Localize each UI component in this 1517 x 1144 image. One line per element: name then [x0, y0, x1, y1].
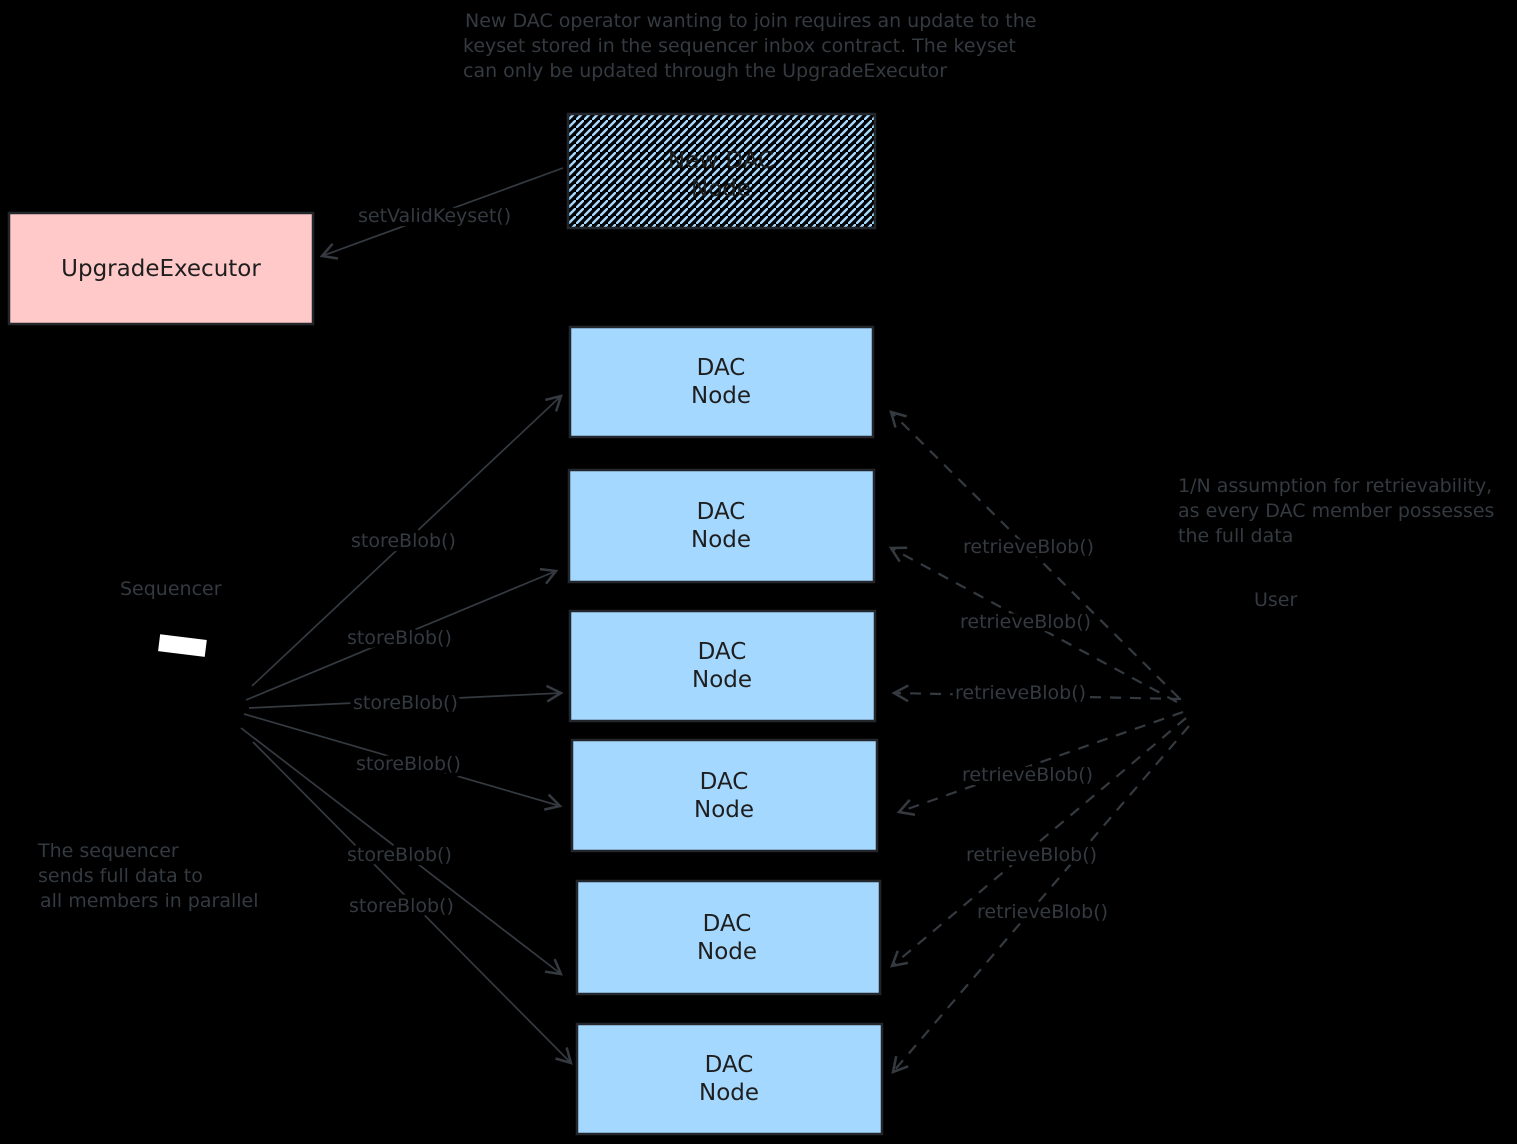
dac-node-4-line2: Node	[694, 797, 754, 823]
dac-node-box-4: DAC Node	[570, 738, 879, 853]
store-blob-label-6: storeBlob()	[349, 895, 454, 917]
dac-node-3-line1: DAC	[698, 639, 747, 665]
dac-node-rect-4	[570, 738, 879, 853]
retrieve-blob-arrow-1	[889, 410, 1180, 699]
dac-node-1-line2: Node	[691, 383, 751, 409]
store-blob-label-1: storeBlob()	[351, 530, 456, 552]
dac-node-boxes: DAC Node DAC Node DAC Node DAC Node DAC …	[567, 325, 884, 1136]
dac-node-box-2: DAC Node	[567, 468, 876, 584]
store-blob-label-4: storeBlob()	[356, 753, 461, 775]
dac-node-3-line2: Node	[692, 667, 752, 693]
upgrade-executor-rect	[7, 211, 315, 326]
user: User	[1254, 589, 1297, 611]
new-dac-node-label-line1: New DAC	[668, 148, 774, 174]
user-label: User	[1254, 589, 1297, 611]
sequencer-label: Sequencer	[120, 578, 222, 600]
retrieve-blob-arrow-2	[888, 546, 1178, 703]
dac-node-4-line1: DAC	[700, 769, 749, 795]
dac-node-rect-6	[575, 1022, 884, 1136]
retrieve-blob-arrow-6	[891, 725, 1190, 1074]
dac-node-rect-3	[568, 609, 877, 723]
dac-node-rect-5	[575, 879, 882, 996]
dac-node-2-line1: DAC	[697, 499, 746, 525]
retrieve-blob-label-1: retrieveBlob()	[963, 536, 1094, 558]
retrieve-blob-label-6: retrieveBlob()	[977, 901, 1108, 923]
retrieve-blob-label-2: retrieveBlob()	[960, 611, 1091, 633]
dac-node-box-6: DAC Node	[575, 1022, 884, 1136]
edge-set-valid-keyset: setValidKeyset()	[319, 167, 564, 260]
dac-node-rect-2	[567, 468, 876, 584]
upgrade-executor-box: UpgradeExecutor	[7, 211, 315, 326]
upgrade-executor-label: UpgradeExecutor	[61, 256, 261, 282]
dac-node-5-line2: Node	[697, 939, 757, 965]
store-blob-label-2: storeBlob()	[347, 627, 452, 649]
store-blob-arrow-5	[240, 727, 564, 976]
new-dac-node-rect	[566, 112, 877, 230]
store-blob-label-3: storeBlob()	[353, 692, 458, 714]
retrieve-blob-edges: retrieveBlob() retrieveBlob() retrieveBl…	[888, 410, 1190, 1074]
annotation-right-line2: as every DAC member possesses	[1178, 500, 1494, 522]
retrieve-blob-label-5: retrieveBlob()	[966, 844, 1097, 866]
store-blob-arrow-1	[251, 394, 563, 687]
retrieve-blob-arrow-3	[891, 684, 1182, 703]
dac-node-rect-1	[568, 325, 875, 439]
annotation-bottom-left-line2: sends full data to	[38, 865, 203, 887]
annotation-top-line2: keyset stored in the sequencer inbox con…	[463, 35, 1016, 57]
retrieve-blob-arrow-4	[896, 710, 1184, 816]
dac-node-2-line2: Node	[691, 527, 751, 553]
dac-node-6-line2: Node	[699, 1080, 759, 1106]
set-valid-keyset-label: setValidKeyset()	[358, 205, 511, 227]
dac-node-5-line1: DAC	[703, 911, 752, 937]
store-blob-edges: storeBlob() storeBlob() storeBlob() stor…	[240, 394, 573, 1065]
dac-node-6-line1: DAC	[705, 1052, 754, 1078]
dac-node-box-1: DAC Node	[568, 325, 875, 439]
annotation-top-line3: can only be updated through the UpgradeE…	[463, 60, 947, 82]
annotation-right-line1: 1/N assumption for retrievability,	[1178, 475, 1492, 497]
annotation-top-line1: New DAC operator wanting to join require…	[465, 10, 1036, 32]
new-dac-node-box: New DAC Node	[566, 112, 877, 230]
retrieve-blob-label-3: retrieveBlob()	[955, 682, 1086, 704]
store-blob-arrow-3	[248, 684, 564, 709]
retrieve-blob-arrow-5	[890, 717, 1187, 968]
dac-node-1-line1: DAC	[697, 355, 746, 381]
retrieve-blob-label-4: retrieveBlob()	[962, 764, 1093, 786]
annotation-top: New DAC operator wanting to join require…	[463, 10, 1036, 82]
dac-node-box-5: DAC Node	[575, 879, 882, 996]
new-dac-node-label-line2: Node	[691, 176, 751, 202]
annotation-bottom-left: The sequencer sends full data to all mem…	[37, 840, 259, 912]
annotation-right-line3: the full data	[1178, 525, 1293, 547]
store-blob-arrow-6	[252, 741, 573, 1065]
store-blob-arrow-2	[245, 567, 559, 701]
store-blob-arrow-4	[243, 713, 563, 811]
sequencer: Sequencer	[120, 578, 222, 657]
annotation-bottom-left-line1: The sequencer	[37, 840, 179, 862]
annotation-right: 1/N assumption for retrievability, as ev…	[1178, 475, 1494, 547]
dac-node-box-3: DAC Node	[568, 609, 877, 723]
annotation-bottom-left-line3: all members in parallel	[40, 890, 259, 912]
sequencer-computer-icon	[158, 634, 207, 657]
store-blob-label-5: storeBlob()	[347, 844, 452, 866]
set-valid-keyset-arrow	[319, 167, 564, 260]
